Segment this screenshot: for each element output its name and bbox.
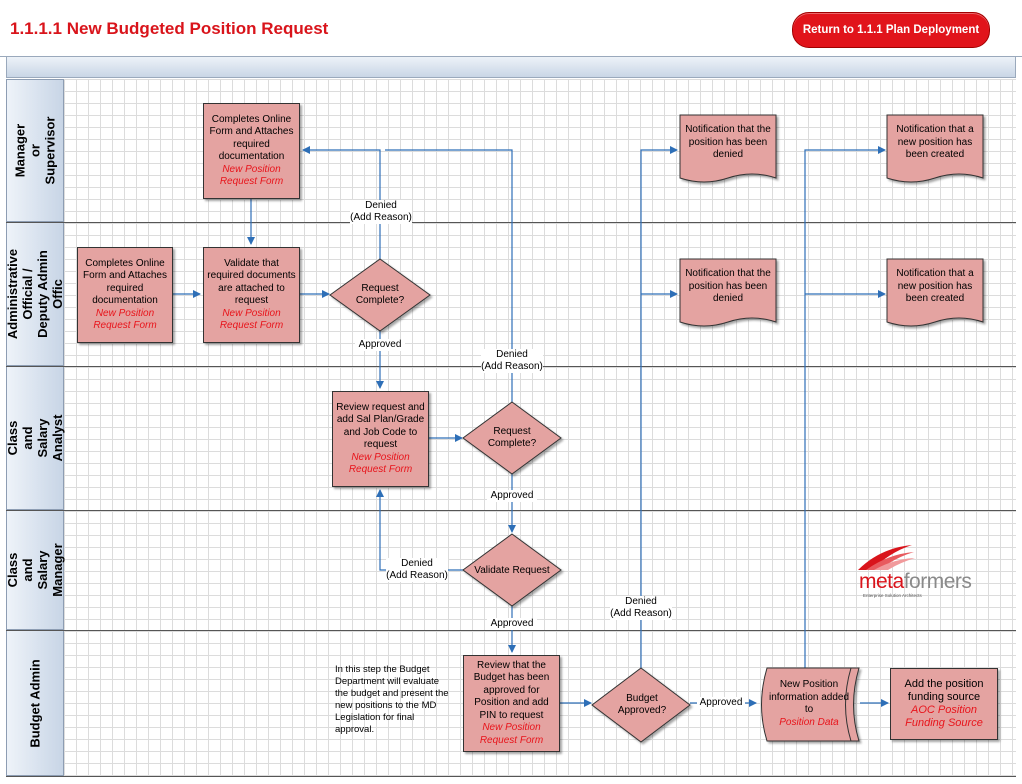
decision-validate-request: Validate Request bbox=[474, 564, 550, 576]
page-title: 1.1.1.1 New Budgeted Position Request bbox=[10, 19, 329, 38]
document-shape bbox=[886, 114, 984, 183]
step-manager-complete-form: Completes Online Form and Attaches requi… bbox=[203, 103, 300, 199]
label-denied: Denied(Add Reason) bbox=[481, 349, 543, 373]
lane-analyst: Class and Salary Analyst bbox=[5, 366, 65, 510]
logo-tagline: Enterprise Solution Architects bbox=[863, 593, 922, 598]
metaformers-logo: metaformers Enterprise Solution Architec… bbox=[855, 542, 985, 600]
step-budget-review: Review that the Budget has been approved… bbox=[463, 655, 560, 752]
stored-data-shape bbox=[761, 667, 860, 742]
lane-divider bbox=[6, 630, 1016, 631]
document-shape bbox=[886, 258, 984, 327]
decision-diamond bbox=[462, 401, 562, 475]
decision-diamond bbox=[329, 258, 431, 332]
doc-admin-position-created: Notification that a new position has bee… bbox=[896, 268, 974, 304]
decision-budget-approved: Budget Approved? bbox=[617, 692, 667, 717]
label-approved: Approved bbox=[697, 697, 745, 709]
document-shape bbox=[679, 258, 777, 327]
step-admin-validate: Validate that required documents are att… bbox=[203, 247, 300, 343]
lane-divider bbox=[6, 222, 1016, 223]
step-admin-complete-form: Completes Online Form and Attaches requi… bbox=[77, 247, 173, 343]
step-analyst-review: Review request and add Sal Plan/Grade an… bbox=[332, 391, 429, 487]
label-approved: Approved bbox=[487, 618, 537, 630]
return-to-plan-deployment-button[interactable]: Return to 1.1.1 Plan Deployment bbox=[792, 12, 990, 48]
header-bar: 1.1.1.1 New Budgeted Position Request Re… bbox=[0, 0, 1022, 57]
decision-diamond bbox=[591, 667, 691, 743]
label-denied: Denied(Add Reason) bbox=[610, 596, 672, 620]
sub-header-bar bbox=[6, 56, 1016, 78]
label-denied: Denied(Add Reason) bbox=[350, 200, 412, 224]
label-approved: Approved bbox=[355, 339, 405, 351]
lane-cs-manager: Class and Salary Manager bbox=[5, 510, 65, 630]
label-approved: Approved bbox=[487, 490, 537, 502]
lane-budget: Budget Admin bbox=[6, 630, 64, 776]
doc-admin-position-denied: Notification that the position has been … bbox=[685, 268, 771, 304]
lane-admin: Administrative Official / Deputy Admin O… bbox=[5, 222, 65, 366]
decision-diamond bbox=[462, 533, 562, 607]
doc-manager-position-created: Notification that a new position has bee… bbox=[896, 124, 974, 160]
lane-manager: Manager or Supervisor bbox=[6, 79, 64, 222]
step-add-funding-source: Add the position funding source AOC Posi… bbox=[890, 668, 998, 740]
decision-analyst-request-complete: Request Complete? bbox=[487, 425, 537, 450]
document-shape bbox=[679, 114, 777, 183]
label-denied: Denied(Add Reason) bbox=[386, 558, 448, 582]
doc-manager-position-denied: Notification that the position has been … bbox=[685, 124, 771, 160]
lane-divider bbox=[6, 776, 1016, 777]
logo-swoosh bbox=[858, 545, 915, 570]
decision-admin-request-complete: Request Complete? bbox=[355, 282, 405, 307]
step-position-data: New Position information added to Positi… bbox=[768, 679, 850, 728]
lane-divider bbox=[6, 510, 1016, 511]
logo-wordmark: metaformers bbox=[859, 570, 972, 593]
budget-step-note: In this step the Budget Department will … bbox=[335, 664, 449, 735]
